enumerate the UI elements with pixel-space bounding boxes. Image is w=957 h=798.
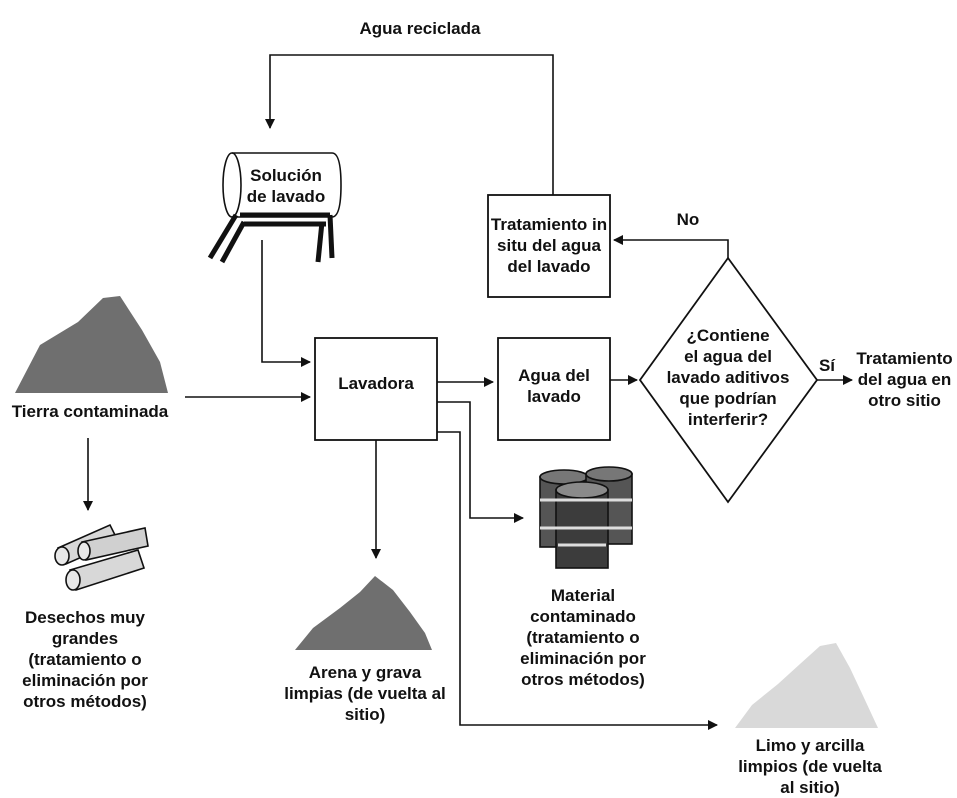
recycled-water-line bbox=[265, 54, 554, 195]
silt-clay-pile-icon bbox=[735, 643, 878, 728]
wash-solution-tank-icon bbox=[207, 152, 342, 264]
contaminated-soil-label: Tierra contaminada bbox=[11, 402, 169, 421]
question-label: ¿Contiene el agua del lavado aditivos qu… bbox=[666, 326, 790, 429]
wash-water-box bbox=[497, 337, 611, 441]
large-debris-logs-icon bbox=[54, 523, 149, 592]
decision-diamond bbox=[638, 256, 819, 504]
washer-to-silt-line bbox=[437, 431, 718, 730]
washer-box bbox=[314, 337, 438, 441]
contaminated-soil-pile-icon bbox=[15, 296, 168, 393]
washer-to-material-line bbox=[437, 401, 524, 523]
recycled-water-label: Agua reciclada bbox=[359, 19, 481, 38]
wash-water-label: Agua del lavado bbox=[518, 366, 590, 406]
contaminated-material-label: Material contaminado (tratamiento o elim… bbox=[520, 586, 646, 689]
sand-gravel-pile-icon bbox=[295, 576, 432, 650]
washer-label: Lavadora bbox=[338, 374, 414, 393]
offsite-treatment-label: Tratamiento del agua en otro sitio bbox=[856, 349, 953, 410]
solution-to-washer-line bbox=[261, 240, 311, 367]
insitu-treatment-box bbox=[487, 194, 611, 298]
wash-solution-label: Solución de lavado bbox=[246, 166, 326, 206]
no-label: No bbox=[676, 210, 700, 229]
no-branch-line bbox=[613, 235, 729, 258]
contaminated-drums-icon bbox=[539, 466, 633, 569]
sand-gravel-label: Arena y grava limpias (de vuelta al siti… bbox=[284, 663, 446, 724]
large-debris-label: Desechos muy grandes (tratamiento o elim… bbox=[22, 608, 148, 711]
silt-clay-label: Limo y arcilla limpios (de vuelta al sit… bbox=[738, 736, 882, 797]
insitu-treatment-label: Tratamiento in situ del agua del lavado bbox=[490, 215, 608, 276]
yes-label: Sí bbox=[818, 356, 836, 375]
